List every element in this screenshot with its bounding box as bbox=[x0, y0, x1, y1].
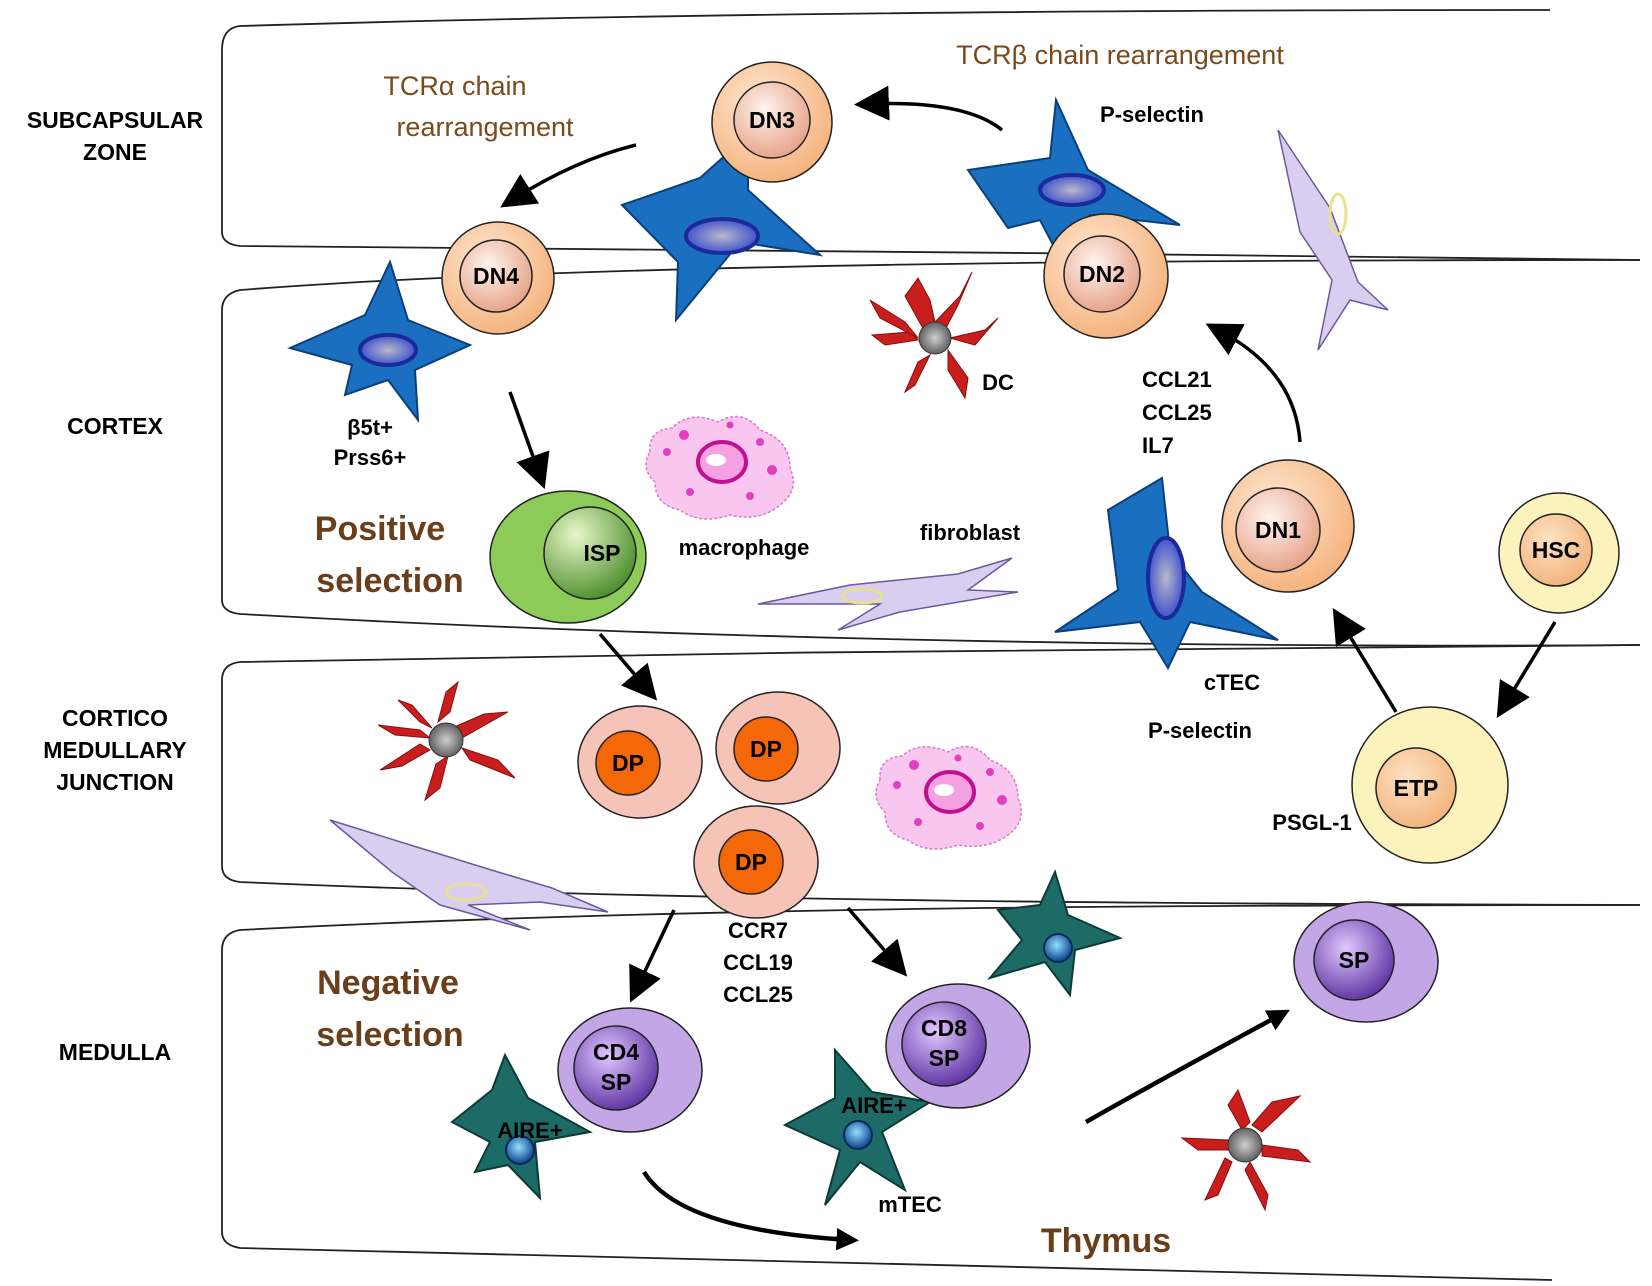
psgl1-label: PSGL-1 bbox=[1272, 810, 1351, 835]
p-selectin-label: P-selectin bbox=[1100, 102, 1204, 127]
aire-label: AIRE+ bbox=[841, 1093, 906, 1118]
zone-medulla: MEDULLA bbox=[0, 1036, 230, 1068]
dp-label: DP bbox=[735, 849, 767, 875]
zone-cortex-line1: CORTEX bbox=[67, 413, 163, 439]
arrow-isp-to-dp bbox=[598, 632, 658, 701]
cd8-label: CD8 bbox=[921, 1015, 967, 1041]
tcrb-label: TCRβ chain rearrangement bbox=[956, 40, 1284, 70]
arrow-hsc-to-etp bbox=[1496, 621, 1557, 718]
fibroblast-label: fibroblast bbox=[920, 520, 1021, 545]
arrow-dn3-to-dn4 bbox=[500, 143, 637, 208]
arrow-cd4sp-to-thymus bbox=[642, 1170, 859, 1251]
etp-cell: ETP bbox=[1351, 706, 1509, 864]
subcapsular-band bbox=[221, 9, 1641, 261]
dp-cell: DP bbox=[715, 691, 841, 805]
cmj-band bbox=[221, 644, 1641, 906]
fibroblast-icon bbox=[329, 819, 609, 931]
tcra-label-line1: TCRα chain bbox=[383, 71, 526, 101]
aire-label: AIRE+ bbox=[497, 1118, 562, 1143]
hsc-cell: HSC bbox=[1498, 492, 1620, 614]
dn4-cell: DN4 bbox=[441, 221, 555, 335]
mtec-label: mTEC bbox=[878, 1192, 942, 1217]
star-shaped-epithelial-cell-icon bbox=[987, 869, 1124, 998]
sp-label: SP bbox=[1339, 947, 1370, 973]
star-shaped-epithelial-cell-icon bbox=[287, 259, 473, 424]
star-shaped-epithelial-cell-icon bbox=[450, 1052, 593, 1201]
dn1-label: DN1 bbox=[1255, 517, 1301, 543]
hsc-label: HSC bbox=[1532, 537, 1581, 563]
arrows bbox=[500, 85, 1557, 1251]
dn1-cell: DN1 bbox=[1221, 459, 1355, 593]
thymus-label: Thymus bbox=[1041, 1222, 1171, 1260]
arrow-dn4-to-isp bbox=[508, 391, 550, 490]
arrow-etp-to-dn1 bbox=[1332, 608, 1398, 713]
star-shaped-epithelial-cell-icon bbox=[1054, 476, 1279, 671]
macrophage-icon bbox=[645, 415, 795, 520]
tcra-label-line2: rearrangement bbox=[396, 112, 574, 142]
dp-label: DP bbox=[750, 736, 782, 762]
dp-label: DP bbox=[612, 750, 644, 776]
arrow-dp-to-cd8sp bbox=[846, 906, 908, 977]
zone-cmj-line3: JUNCTION bbox=[56, 769, 174, 795]
cortex-band bbox=[221, 259, 1641, 647]
zone-subcapsular-line1: SUBCAPSULAR bbox=[26, 107, 204, 133]
isp-cell: ISP bbox=[489, 490, 647, 624]
dendritic-cell-icon bbox=[869, 271, 999, 400]
dn3-cell: DN3 bbox=[711, 61, 833, 183]
macrophage-label: macrophage bbox=[679, 535, 810, 560]
dn2-label: DN2 bbox=[1079, 261, 1125, 287]
negative-selection-line1: Negative bbox=[317, 964, 459, 1002]
prss6-label: Prss6+ bbox=[334, 445, 407, 470]
p-selectin-label: P-selectin bbox=[1148, 718, 1252, 743]
dn2-cell: DN2 bbox=[1043, 213, 1169, 339]
macrophage-icon bbox=[875, 745, 1023, 850]
dendritic-cell-icon bbox=[377, 680, 516, 802]
dendritic-cell-icon bbox=[1180, 1088, 1312, 1212]
zone-cmj-line1: CORTICO bbox=[61, 705, 169, 731]
cd4-sp-cell: CD4 SP bbox=[557, 1007, 703, 1133]
ctec-label: cTEC bbox=[1204, 670, 1260, 695]
dc-label: DC bbox=[982, 370, 1014, 395]
ccl25-label: CCL25 bbox=[1142, 400, 1212, 425]
zone-cmj-line2: MEDULLARY bbox=[43, 737, 187, 763]
arrow-dn1-to-dn2 bbox=[1205, 323, 1302, 443]
zone-subcapsular-line2: ZONE bbox=[83, 139, 147, 165]
negative-selection-line2: selection bbox=[316, 1016, 463, 1054]
zone-cmj: CORTICO MEDULLARY JUNCTION bbox=[0, 702, 230, 798]
dn3-label: DN3 bbox=[749, 107, 795, 133]
star-shaped-epithelial-cell-icon bbox=[966, 96, 1181, 265]
positive-selection-line2: selection bbox=[316, 562, 463, 600]
cd4-label: CD4 bbox=[593, 1039, 639, 1065]
zone-cortex: CORTEX bbox=[0, 410, 230, 442]
il7-label: IL7 bbox=[1142, 433, 1174, 458]
beta5t-label: β5t+ bbox=[347, 415, 393, 440]
cd8-sp-cell: CD8 SP bbox=[885, 983, 1031, 1109]
dp-cell: DP bbox=[693, 805, 819, 919]
ccl21-label: CCL21 bbox=[1142, 367, 1212, 392]
sp-label: SP bbox=[601, 1069, 632, 1095]
arrow-dp-to-cd4sp bbox=[629, 909, 676, 1003]
ccr7-label: CCR7 bbox=[728, 918, 788, 943]
ccl19-label: CCL19 bbox=[723, 950, 793, 975]
isp-label: ISP bbox=[583, 540, 620, 566]
ccl25-label: CCL25 bbox=[723, 982, 793, 1007]
arrow-dn2-to-dn3 bbox=[854, 85, 1004, 132]
zone-subcapsular: SUBCAPSULAR ZONE bbox=[0, 104, 230, 168]
fibroblast-icon bbox=[1277, 129, 1389, 351]
etp-label: ETP bbox=[1394, 775, 1439, 801]
dn4-label: DN4 bbox=[473, 263, 519, 289]
dp-cell: DP bbox=[577, 705, 703, 819]
zone-medulla-line1: MEDULLA bbox=[58, 1039, 172, 1065]
sp-label: SP bbox=[929, 1045, 960, 1071]
sp-cell: SP bbox=[1293, 901, 1439, 1023]
arrow-thymus-to-sp bbox=[1084, 1009, 1290, 1124]
fibroblast-icon bbox=[757, 557, 1019, 631]
positive-selection-line1: Positive bbox=[315, 510, 445, 548]
star-shaped-epithelial-cell-icon bbox=[620, 132, 824, 323]
star-shaped-epithelial-cell-icon bbox=[782, 1047, 933, 1206]
